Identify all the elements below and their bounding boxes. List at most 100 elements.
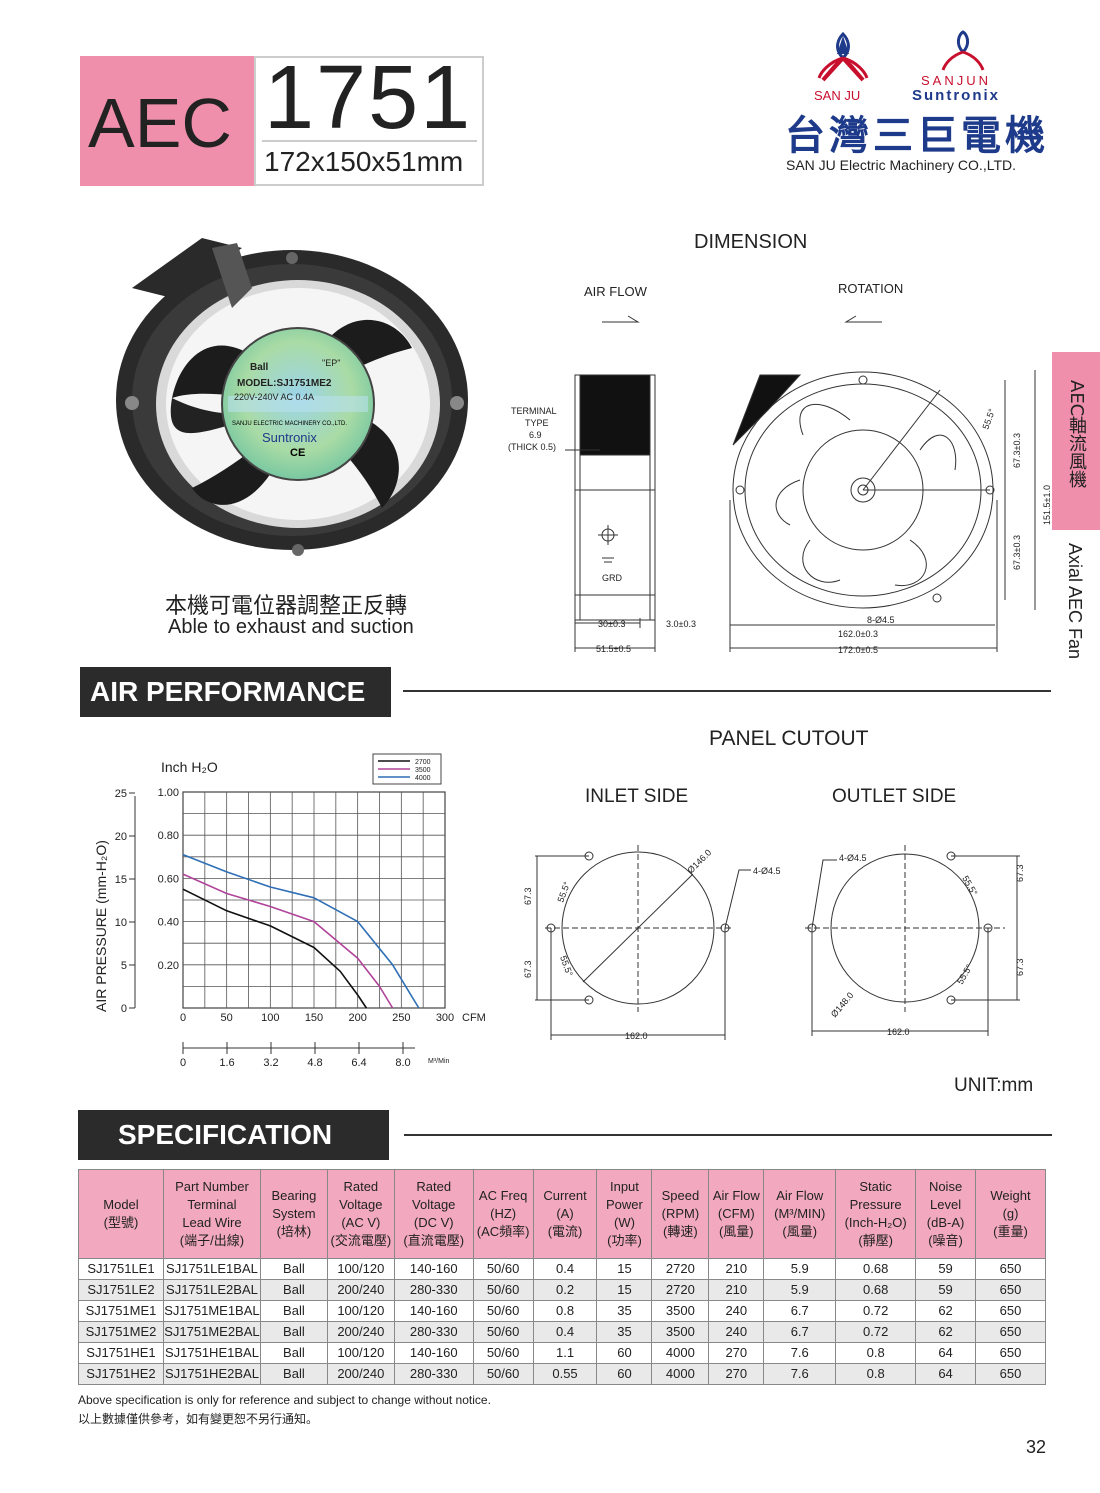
table-header-text: Power bbox=[606, 1197, 643, 1212]
inlet-dim-holes: 4-Ø4.5 bbox=[753, 866, 781, 876]
table-cell: Ball bbox=[259, 1363, 328, 1385]
table-header-text: (型號) bbox=[103, 1215, 139, 1230]
table-cell: 650 bbox=[975, 1342, 1046, 1364]
table-cell: 650 bbox=[975, 1258, 1046, 1280]
inlet-dim-67-top: 67.3 bbox=[523, 887, 533, 905]
ce-mark-icon: CE bbox=[290, 447, 305, 459]
table-cell: 35 bbox=[596, 1300, 653, 1322]
table-header-cell: Current(A)(電流) bbox=[532, 1169, 598, 1259]
table-cell: SJ1751ME1 bbox=[78, 1300, 164, 1322]
table-cell: SJ1751HE1 bbox=[78, 1342, 164, 1364]
chart-series bbox=[182, 853, 420, 1009]
rotation-arrow-icon bbox=[844, 315, 882, 323]
table-cell: 50/60 bbox=[472, 1342, 534, 1364]
front-dim-67-top: 67.3±0.3 bbox=[1012, 433, 1022, 468]
table-header-text: Model bbox=[103, 1197, 139, 1212]
side-dim-30: 30±0.3 bbox=[598, 619, 625, 629]
side-tab-cn: AEC軸流風機 bbox=[1066, 380, 1087, 489]
table-cell: 100/120 bbox=[326, 1342, 395, 1364]
chart-series-line bbox=[182, 888, 368, 1009]
table-cell: 0.72 bbox=[835, 1300, 917, 1322]
dimension-drawing: TERMINAL TYPE 6.9 (THICK 0.5) GRD 30±0.3… bbox=[508, 315, 1052, 655]
table-cell: 4000 bbox=[651, 1363, 710, 1385]
page-number: 32 bbox=[1026, 1437, 1047, 1457]
outlet-dim-67-top: 67.3 bbox=[1015, 864, 1025, 882]
table-header-cell: Model (型號) bbox=[78, 1169, 164, 1259]
table-cell: 2720 bbox=[651, 1258, 710, 1280]
chart-y-tick-label: 0.20 bbox=[158, 960, 179, 972]
table-cell: 0.68 bbox=[835, 1279, 917, 1301]
chart-xlabel: CFM bbox=[462, 1012, 485, 1024]
table-cell: 60 bbox=[596, 1363, 653, 1385]
table-cell: 200/240 bbox=[326, 1321, 395, 1343]
chart-x2-tick-label: 8.0 bbox=[395, 1057, 410, 1069]
terminal-line-1: TERMINAL bbox=[511, 406, 557, 416]
table-cell: 50/60 bbox=[472, 1258, 534, 1280]
caption-en: Able to exhaust and suction bbox=[168, 616, 414, 638]
side-tab-en: Axial AEC Fan bbox=[1065, 543, 1085, 660]
table-header-text: Static bbox=[859, 1179, 892, 1194]
table-header-text: (HZ) bbox=[490, 1206, 517, 1221]
fan-label-company: SANJU ELECTRIC MACHINERY CO.,LTD. bbox=[232, 421, 347, 427]
table-cell: SJ1751HE2BAL bbox=[162, 1363, 261, 1385]
table-cell: 6.7 bbox=[763, 1300, 837, 1322]
outlet-dim-diameter: Ø148.0 bbox=[829, 990, 856, 1019]
table-cell: 62 bbox=[915, 1300, 977, 1322]
table-cell: 650 bbox=[975, 1363, 1046, 1385]
table-cell: 50/60 bbox=[472, 1321, 534, 1343]
panel-cutout-title: PANEL CUTOUT bbox=[709, 727, 869, 750]
fan-photo: Ball "EP" MODEL:SJ1751ME2 220V-240V AC 0… bbox=[116, 238, 468, 556]
table-cell: 100/120 bbox=[326, 1258, 395, 1280]
table-header-text: (靜壓) bbox=[858, 1233, 893, 1248]
table-cell: 0.68 bbox=[835, 1258, 917, 1280]
table-header-text: AC Freq bbox=[478, 1188, 528, 1203]
table-cell: Ball bbox=[259, 1342, 328, 1364]
table-header-cell: Air Flow(CFM)(風量) bbox=[708, 1169, 765, 1259]
chart-x-tick-label: 300 bbox=[436, 1012, 454, 1024]
table-cell: 0.72 bbox=[835, 1321, 917, 1343]
airflow-arrow-icon bbox=[602, 315, 640, 323]
table-header-cell: Weight(g)(重量) bbox=[975, 1169, 1046, 1259]
inlet-dim-angle-bottom: 55.5° bbox=[558, 954, 575, 978]
table-cell: SJ1751ME2 bbox=[78, 1321, 164, 1343]
fan-label-model: MODEL:SJ1751ME2 bbox=[237, 378, 332, 389]
table-header-text: Noise bbox=[928, 1179, 963, 1194]
table-header-text: (RPM) bbox=[661, 1206, 700, 1221]
logo-sanju-text: SAN JU bbox=[814, 88, 861, 103]
inlet-dim-diameter: Ø146.0 bbox=[685, 847, 713, 875]
table-header-text: Current bbox=[543, 1188, 587, 1203]
table-cell: 280-330 bbox=[393, 1363, 474, 1385]
chart-y2-tick-label: 10 bbox=[115, 917, 127, 929]
logo-suntronix-text: Suntronix bbox=[912, 87, 1000, 104]
table-cell: 64 bbox=[915, 1363, 977, 1385]
front-dim-67-bottom: 67.3±0.3 bbox=[1012, 535, 1022, 570]
chart-x2-tick-label: 1.6 bbox=[219, 1057, 234, 1069]
table-header-text: Lead Wire bbox=[182, 1215, 242, 1230]
table-header-text: (培林) bbox=[276, 1224, 312, 1239]
inlet-dim-67-bottom: 67.3 bbox=[523, 960, 533, 978]
table-cell: 64 bbox=[915, 1342, 977, 1364]
chart-y2-tick-label: 15 bbox=[115, 874, 127, 886]
table-header-text: Pressure bbox=[849, 1197, 902, 1212]
model-divider bbox=[262, 140, 477, 142]
table-cell: 0.8 bbox=[835, 1342, 917, 1364]
table-header-text: Terminal bbox=[187, 1197, 237, 1212]
table-header-text: (AC V) bbox=[341, 1215, 381, 1230]
table-header-cell: Air Flow(M³/MIN)(風量) bbox=[763, 1169, 837, 1259]
table-header-text: (dB-A) bbox=[926, 1215, 965, 1230]
table-cell: 5.9 bbox=[763, 1258, 837, 1280]
table-header-text: Voltage bbox=[412, 1197, 456, 1212]
series-badge bbox=[80, 56, 254, 186]
note-cn: 以上數據僅供參考，如有變更恕不另行通知。 bbox=[78, 1412, 319, 1426]
chart-x-tick-label: 0 bbox=[180, 1012, 186, 1024]
table-cell: 240 bbox=[708, 1321, 765, 1343]
table-cell: 280-330 bbox=[393, 1321, 474, 1343]
table-cell: SJ1751LE2 bbox=[78, 1279, 164, 1301]
company-logo-icon bbox=[817, 30, 985, 82]
